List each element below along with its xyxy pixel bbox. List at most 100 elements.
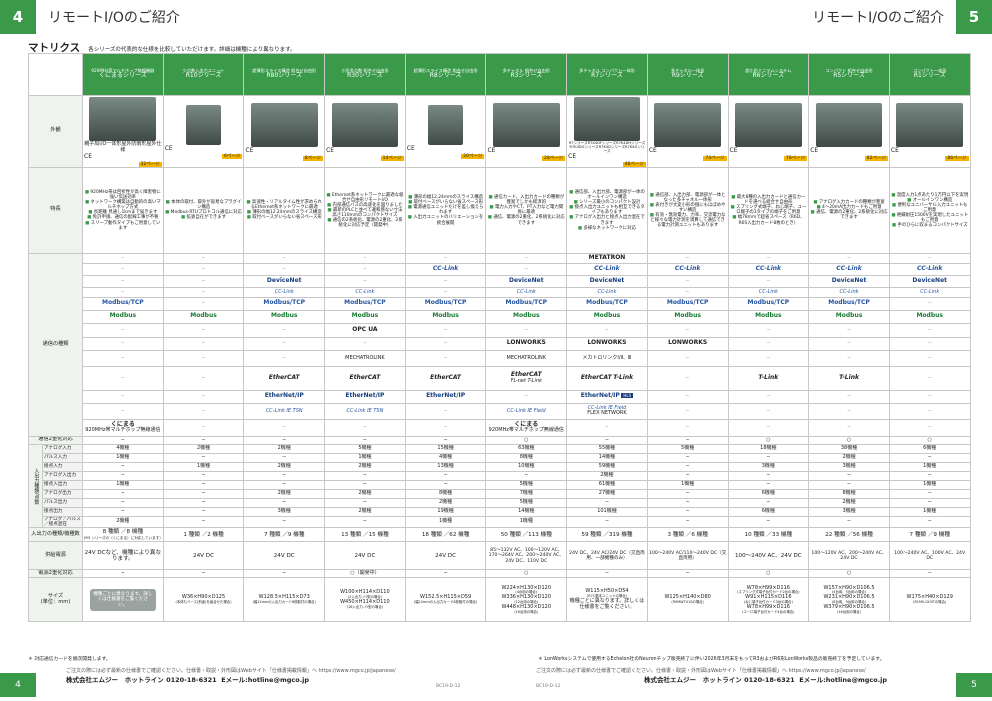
comm-none: − <box>282 265 287 272</box>
hotline-email[interactable]: Eメール:hotline@mgco.jp <box>221 675 310 684</box>
io-cell: 2機種 <box>808 497 890 508</box>
page-reference[interactable]: 78ページ <box>730 155 808 161</box>
page-reference-tag[interactable]: 28ページ <box>541 155 566 161</box>
feature-item: アナログ入力カードの種類が豊富 <box>810 200 888 205</box>
io-cell: 5機種 <box>485 497 568 508</box>
size-cell: W100×H114×D110(2入出力-ドl型の場合)W450×H114×D11… <box>324 577 406 623</box>
io-cell: 4機種 <box>404 452 487 463</box>
page-reference[interactable]: 86ページ <box>891 155 969 161</box>
comm-cell: − <box>808 402 890 420</box>
comm-cell: − <box>888 252 971 264</box>
io-cell: − <box>82 461 164 472</box>
comm-none: − <box>685 277 690 284</box>
page-reference[interactable]: 20ページ <box>407 153 485 159</box>
io-cell: − <box>162 479 245 490</box>
comm-cell: EtherNet/IP <box>404 389 487 404</box>
ce-mark: CE <box>648 146 657 154</box>
comm-cell: − <box>82 262 164 276</box>
features-cell: 薄形の幅12.24mmのスライス構造取付ベースがいらない省スペース形電源通信ユニ… <box>404 166 487 254</box>
feature-item: Ethernet系ネットワークに最適な組合せ自由形リモートI/O <box>326 193 404 203</box>
comm-cell: − <box>404 322 487 338</box>
comm-none: − <box>443 424 448 431</box>
comm-none: − <box>685 326 690 333</box>
comm-cell: CC-Link <box>485 286 568 298</box>
ce-mark: CE <box>245 146 254 154</box>
comm-cell: − <box>485 252 568 264</box>
models-main: 18 種類 ／62 機種 <box>421 531 470 538</box>
models-main: 13 種類 ／15 機種 <box>341 531 389 538</box>
page-reference[interactable]: 32ページ <box>84 161 162 167</box>
page-reference-tag[interactable]: 6ページ <box>222 153 243 159</box>
page-reference-tag[interactable]: 78ページ <box>784 155 808 161</box>
features-cell: 高速性・リアルタイム性が求められるEthernet系ネットワークに最適薄形の幅1… <box>243 166 326 254</box>
page-reference[interactable]: 82ページ <box>810 155 888 161</box>
page-reference-tag[interactable]: 20ページ <box>461 153 485 159</box>
comm-none: − <box>927 354 932 361</box>
feature-item: シリーズ最小のコンパクト設計 <box>568 200 646 205</box>
comm-cell: − <box>162 286 245 298</box>
io-cell: − <box>727 497 810 508</box>
io-cell: 2機種 <box>808 452 890 463</box>
page-reference[interactable]: 74ページ <box>649 155 727 161</box>
page-reference-tag[interactable]: 32ページ <box>138 161 162 167</box>
comm-cell: Modbus <box>727 309 810 324</box>
hotline-email[interactable]: Eメール:hotline@mgco.jp <box>799 675 888 684</box>
page-reference-tag[interactable]: 8ページ <box>302 155 324 161</box>
page-reference[interactable]: 28ページ <box>487 155 566 161</box>
comm-none: − <box>443 326 448 333</box>
page-reference-tag[interactable]: 86ページ <box>945 155 969 161</box>
page-reference[interactable]: 14ページ <box>326 155 404 161</box>
section-heading: マトリクス 各シリーズの代表的な仕様を比較していただけます。詳細は機種により異な… <box>28 40 296 55</box>
comm-logo-tlink: T-Link <box>758 373 779 381</box>
page-reference-tag[interactable]: 14ページ <box>380 155 404 161</box>
comm-cell: EtherCAT <box>324 365 406 391</box>
comm-cell: − <box>888 336 971 351</box>
feature-item: 多様なネットワークに対応 <box>568 226 646 231</box>
io-cell: 8機種 <box>808 488 890 499</box>
comm-row: 通信の種類−−−−−−METATRON−−−− <box>28 252 971 437</box>
page-reference-tag[interactable]: 82ページ <box>864 155 888 161</box>
io-cell: 1機種 <box>324 452 406 463</box>
comm-cell: − <box>808 252 890 264</box>
comm-logo-lonworks: LONWORKS <box>668 339 708 347</box>
comm-cell: − <box>324 336 406 351</box>
comm-cell: − <box>82 402 164 420</box>
page-reference[interactable]: 8ページ <box>245 155 324 161</box>
page-reference[interactable]: 46ページ <box>568 161 646 167</box>
feature-item: 最大8種の入出力カードと通信カードを選べる組合せ自由形 <box>730 195 808 205</box>
comm-cell: − <box>162 336 245 351</box>
page-reference-tag[interactable]: 46ページ <box>622 161 646 167</box>
comm-logo-cclink: CC-Link <box>916 264 943 272</box>
size-cell: W125×H140×D80(R9MWTU10の場合) <box>646 577 729 623</box>
power-dual-cell: ○ <box>485 569 568 579</box>
power-dual-cell: − <box>162 569 245 579</box>
size-cell: W224×H130×D120(4台用の場合)W336×H130×D120(12台… <box>485 577 568 623</box>
comm-none: − <box>282 340 287 347</box>
comm-cell: Modbus <box>82 309 164 324</box>
comm-cell: − <box>324 274 406 288</box>
product-image-caption: I/O一体形 <box>99 141 122 148</box>
models-cell: 13 種類 ／15 機種 <box>324 527 406 543</box>
io-row-label: アナログ出力 <box>42 488 83 499</box>
size-note: (R7C基本ユニットの場合) <box>586 594 627 599</box>
feature-item: 取付ベースがいらない省スペース形 <box>407 200 485 205</box>
io-row-label: アナログ入力 <box>42 443 83 454</box>
comm-none: − <box>201 374 206 381</box>
io-cell: 2機種 <box>243 443 326 454</box>
appearance-cell: CE 8ページ <box>243 95 326 168</box>
power-cell: 100〜240V AC、100V AC、24V DC <box>888 541 971 571</box>
comm-cell: − <box>566 322 648 338</box>
io-cell: − <box>646 470 729 481</box>
comm-cell: − <box>82 274 164 288</box>
io-cell: 5機種 <box>646 443 729 454</box>
page-reference-tag[interactable]: 74ページ <box>703 155 727 161</box>
page-reference[interactable]: 6ページ <box>165 153 243 159</box>
feature-item: 免許申請、通信の配線工事が不要 <box>84 215 162 220</box>
io-cell: 38機種 <box>808 443 890 454</box>
comm-none: − <box>927 326 932 333</box>
